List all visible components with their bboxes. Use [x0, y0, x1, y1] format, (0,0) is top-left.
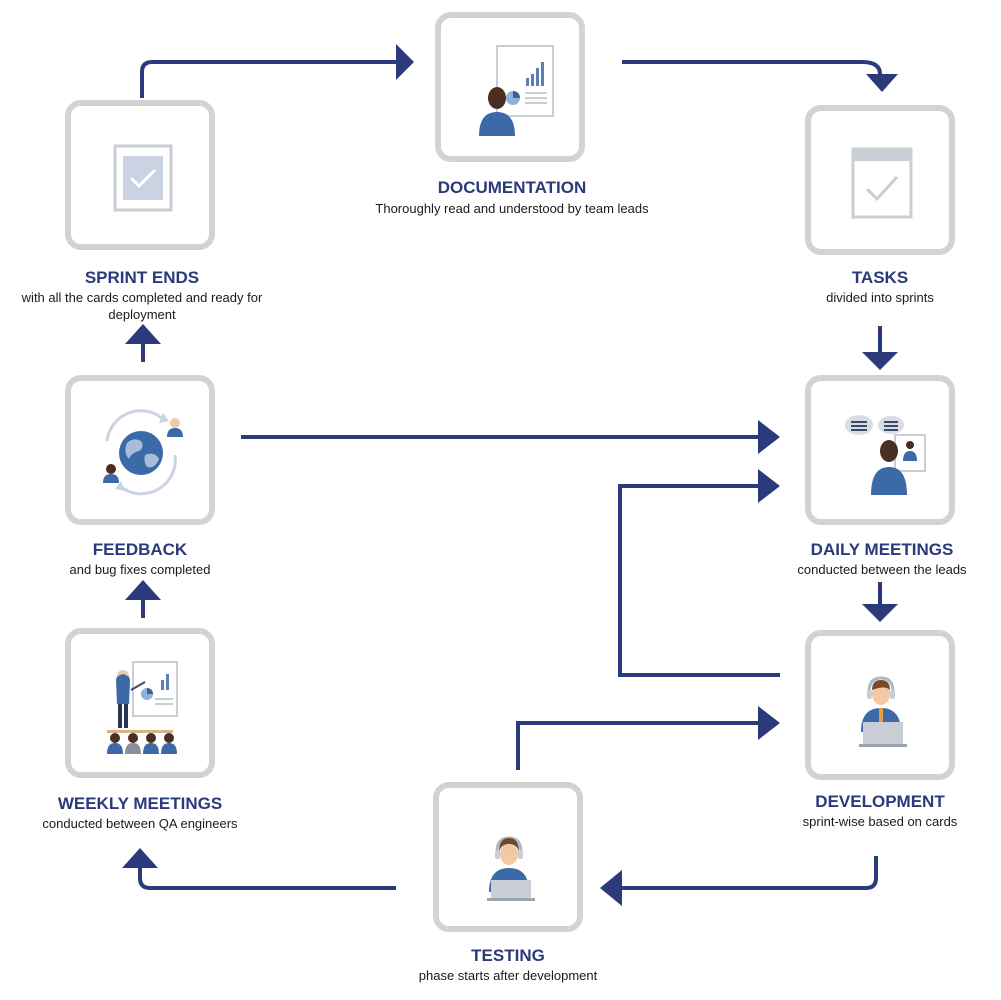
arrowhead — [758, 420, 780, 454]
daily-meetings-card — [805, 375, 955, 525]
testing-card — [433, 782, 583, 932]
arrowhead — [125, 324, 161, 344]
weekly-meetings-description: conducted between QA engineers — [42, 816, 238, 831]
daily-meetings-description: conducted between the leads — [797, 562, 967, 577]
development-description: sprint-wise based on cards — [802, 814, 958, 829]
tasks-description: divided into sprints — [826, 290, 934, 305]
checkbox-icon — [113, 144, 173, 212]
arrowhead — [600, 870, 622, 906]
documentation-title: DOCUMENTATION — [437, 178, 587, 197]
arrow-development-to-daily — [618, 484, 780, 677]
arrowhead — [866, 74, 898, 92]
testing-description: phase starts after development — [418, 968, 598, 983]
presenter-audience-icon — [107, 661, 178, 754]
video-meeting-icon — [845, 415, 926, 495]
arrowhead — [396, 44, 414, 80]
sprint-ends-card — [65, 100, 215, 250]
arrowhead — [862, 604, 898, 622]
checklist-icon — [851, 147, 913, 219]
presentation-person-icon — [479, 45, 554, 136]
sprint-ends-description: with all the cards completed and ready f… — [21, 290, 263, 322]
documentation-card — [435, 12, 585, 162]
developer-headset-icon — [859, 676, 907, 747]
tester-headset-icon — [487, 836, 535, 901]
arrowhead — [122, 848, 158, 868]
globe-feedback-icon — [103, 409, 183, 496]
arrowhead — [125, 580, 161, 600]
weekly-meetings-title: WEEKLY MEETINGS — [57, 794, 223, 813]
sprint-ends-title: SPRINT ENDS — [84, 268, 200, 287]
feedback-card — [65, 375, 215, 525]
development-card — [805, 630, 955, 780]
feedback-title: FEEDBACK — [92, 540, 188, 559]
arrow-testing-to-weekly — [138, 868, 396, 890]
arrow-sprint-to-documentation — [140, 60, 398, 98]
arrow-testing-to-development — [516, 721, 758, 770]
feedback-description: and bug fixes completed — [69, 562, 211, 577]
arrow-development-to-testing — [622, 856, 878, 890]
testing-title: TESTING — [471, 946, 545, 965]
arrowhead — [862, 352, 898, 370]
documentation-description: Thoroughly read and understood by team l… — [375, 201, 649, 216]
tasks-title: TASKS — [851, 268, 909, 287]
arrowhead — [758, 706, 780, 740]
arrowhead — [758, 469, 780, 503]
tasks-card — [805, 105, 955, 255]
daily-meetings-title: DAILY MEETINGS — [810, 540, 954, 559]
arrow-documentation-to-tasks — [622, 60, 882, 75]
weekly-meetings-card — [65, 628, 215, 778]
development-title: DEVELOPMENT — [815, 792, 945, 811]
